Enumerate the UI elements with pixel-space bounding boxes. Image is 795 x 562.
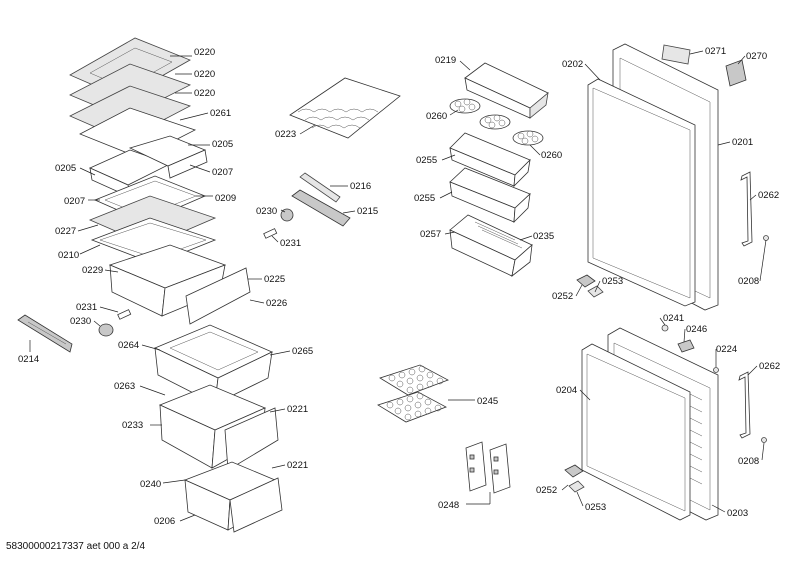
drawer-front-0221a (224, 407, 279, 471)
label-0202: 0202 (562, 59, 583, 70)
rail-0214 (17, 314, 73, 353)
label-0230b: 0230 (256, 206, 277, 217)
label-0248: 0248 (438, 500, 459, 511)
pins-middle (263, 208, 294, 239)
label-0264: 0264 (118, 340, 139, 351)
drawer-front-0225 (185, 267, 251, 325)
ice-packs-0248 (465, 441, 511, 494)
label-0230a: 0230 (70, 316, 91, 327)
label-0210: 0210 (58, 250, 79, 261)
label-0215: 0215 (357, 206, 378, 217)
label-0223: 0223 (275, 129, 296, 140)
label-0271 (661, 44, 691, 65)
label-0204: 0204 (556, 385, 577, 396)
bin-0219 (464, 62, 549, 119)
label-0203: 0203 (727, 508, 748, 519)
label-0231b: 0231 (280, 238, 301, 249)
label-0221b: 0221 (287, 460, 308, 471)
hinge-0216 (299, 172, 341, 203)
label-0253a: 0253 (602, 276, 623, 287)
label-0235: 0235 (533, 231, 554, 242)
label-0224: 0224 (716, 344, 737, 355)
door-shelf-0255b (449, 167, 531, 224)
screw-0208b (761, 437, 767, 443)
screw-0208a (763, 235, 769, 241)
label-0263: 0263 (114, 381, 135, 392)
egg-cups-0260 (449, 98, 544, 146)
label-0207b: 0207 (64, 196, 85, 207)
label-0245: 0245 (477, 396, 498, 407)
label-0240: 0240 (140, 479, 161, 490)
screw-0224 (713, 367, 719, 373)
label-0205b: 0205 (55, 163, 76, 174)
label-0214: 0214 (18, 354, 39, 365)
label-0270: 0270 (746, 51, 767, 62)
label-0252a: 0252 (552, 291, 573, 302)
label-0261: 0261 (210, 108, 231, 119)
screw-0241 (661, 324, 669, 332)
leader-lines (29, 50, 767, 522)
handle-0262b (738, 371, 751, 439)
label-0265: 0265 (292, 346, 313, 357)
hinge-0215 (291, 189, 351, 227)
label-0216: 0216 (350, 181, 371, 192)
door-shelf-0255a (449, 132, 531, 188)
label-0241: 0241 (663, 313, 684, 324)
label-0227: 0227 (55, 226, 76, 237)
label-0219: 0219 (435, 55, 456, 66)
label-0260a: 0260 (426, 111, 447, 122)
label-0253b: 0253 (585, 502, 606, 513)
label-0271: 0271 (705, 46, 726, 57)
label-0226: 0226 (266, 298, 287, 309)
label-0257: 0257 (420, 229, 441, 240)
bottle-rack-0223 (289, 77, 401, 139)
label-0207a: 0207 (212, 167, 233, 178)
egg-tray-bottom (377, 391, 447, 423)
hinge-parts-0252a (576, 274, 604, 298)
drawer-front-0221b (229, 477, 283, 533)
label-0231a: 0231 (76, 302, 97, 313)
label-0233: 0233 (122, 420, 143, 431)
label-0220b: 0220 (194, 69, 215, 80)
label-0252b: 0252 (536, 485, 557, 496)
label-0209: 0209 (215, 193, 236, 204)
label-0221a: 0221 (287, 404, 308, 415)
shelf-plate (79, 107, 197, 159)
label-0229: 0229 (82, 265, 103, 276)
label-0206: 0206 (154, 516, 175, 527)
label-0260b: 0260 (541, 150, 562, 161)
label-0246: 0246 (686, 324, 707, 335)
label-0255b: 0255 (414, 193, 435, 204)
upper-gasket-0202 (587, 78, 696, 307)
label-0255a: 0255 (416, 155, 437, 166)
egg-tray-top (379, 364, 449, 396)
bracket-0270 (725, 59, 747, 87)
frame-0210 (90, 217, 217, 265)
big-drawer-0229 (108, 244, 227, 317)
part-labels: 0220 0220 0220 0261 0205 0205 0207 0207 … (18, 46, 780, 527)
small-pins-left (98, 309, 132, 337)
drawing-reference-footer: 58300000217337 aet 000 a 2/4 (6, 541, 146, 552)
label-0225: 0225 (264, 274, 285, 285)
small-trays (89, 135, 208, 199)
label-0208b: 0208 (738, 456, 759, 467)
label-0201: 0201 (732, 137, 753, 148)
bracket-0246 (677, 339, 695, 353)
label-0205a: 0205 (212, 139, 233, 150)
label-0262a: 0262 (758, 190, 779, 201)
label-0262b: 0262 (759, 361, 780, 372)
handle-0262a (740, 171, 753, 247)
door-shelf-0257 (449, 214, 533, 277)
hinge-parts-0252b (564, 464, 585, 493)
label-0208a: 0208 (738, 276, 759, 287)
label-0220a: 0220 (194, 47, 215, 58)
label-0220c: 0220 (194, 88, 215, 99)
